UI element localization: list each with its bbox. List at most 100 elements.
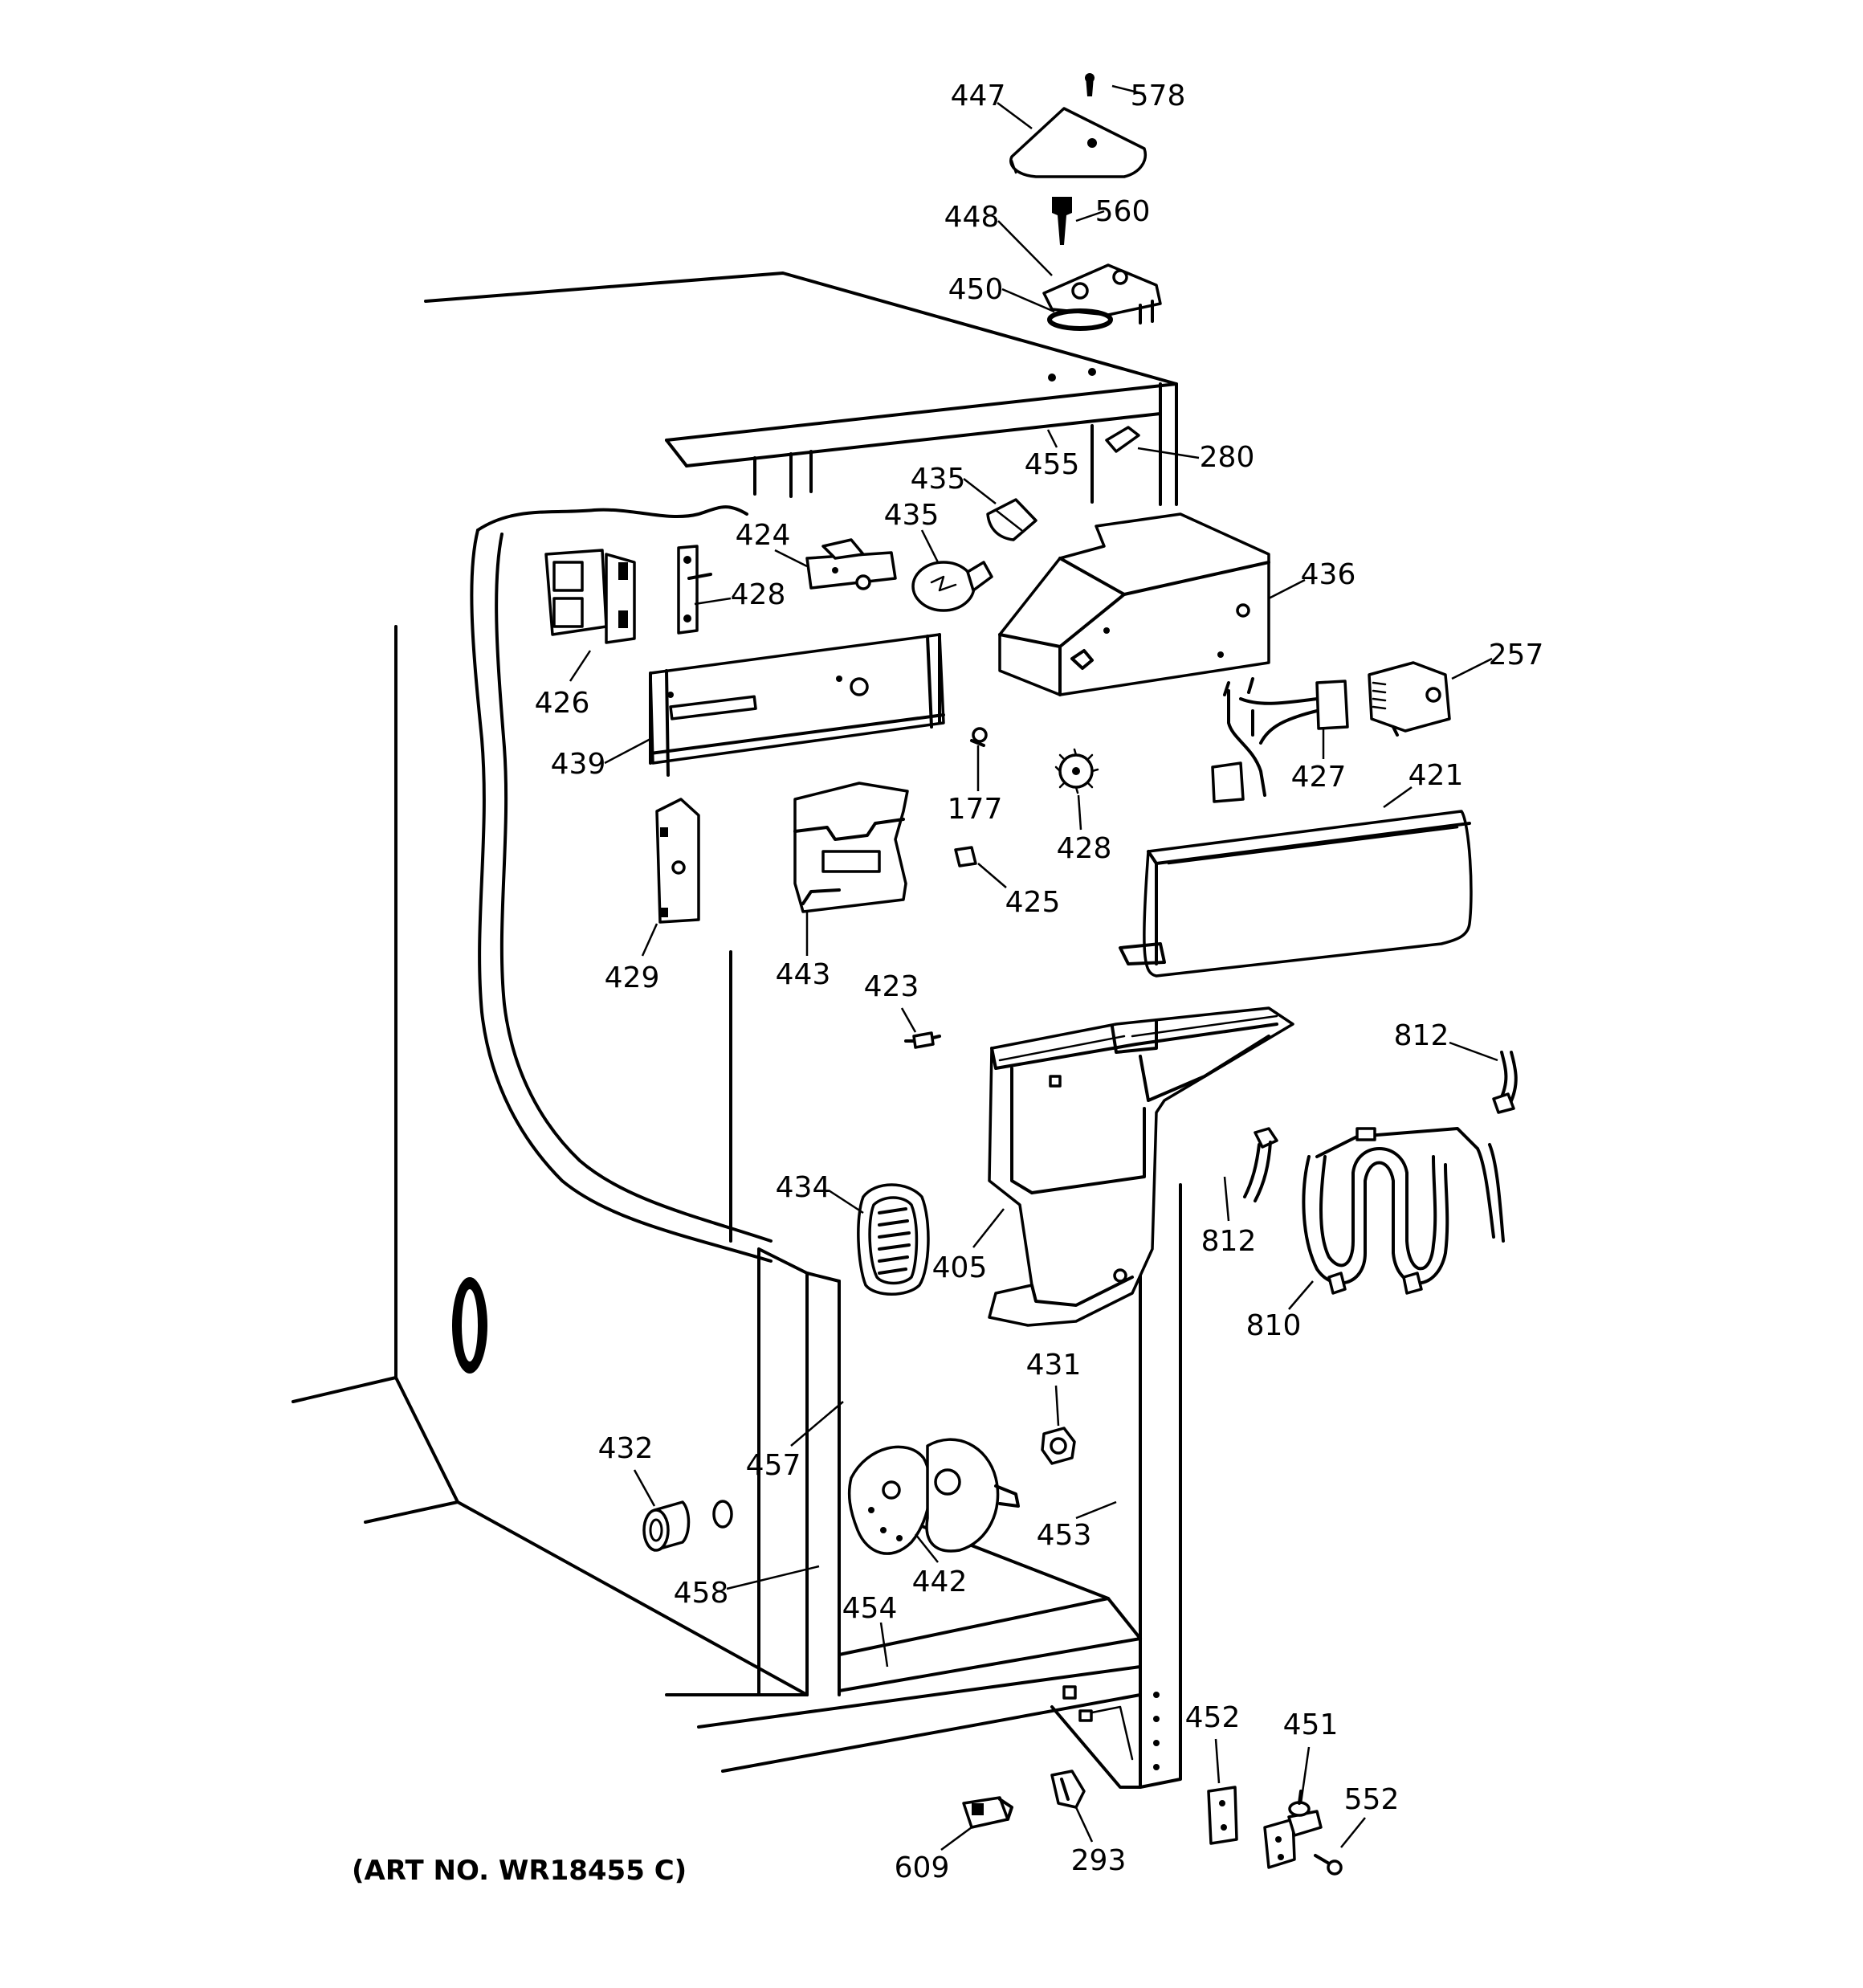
- callout-c424: 424: [736, 519, 791, 552]
- leader-c812a: [1449, 1041, 1498, 1062]
- leader-c434: [828, 1189, 864, 1214]
- leader-c432: [633, 1469, 656, 1507]
- callout-c552: 552: [1344, 1783, 1400, 1816]
- callout-c452: 452: [1185, 1701, 1241, 1734]
- leader-c436: [1268, 578, 1306, 600]
- callout-c436: 436: [1301, 558, 1356, 591]
- water-tube-812-lower: [1243, 1127, 1278, 1202]
- callout-c293: 293: [1071, 1844, 1127, 1877]
- bracket-429: [655, 798, 700, 924]
- leader-c435b: [920, 529, 940, 563]
- light-switch-426: [544, 549, 636, 644]
- sensor-280: [1105, 426, 1140, 453]
- leader-c257: [1451, 657, 1493, 680]
- leader-c812b: [1223, 1176, 1230, 1222]
- callout-c443: 443: [776, 958, 831, 991]
- wire-harness-427: [1211, 677, 1349, 803]
- callout-c432: 432: [598, 1432, 654, 1465]
- callout-c428a: 428: [731, 578, 786, 611]
- callout-c451: 451: [1283, 1708, 1339, 1741]
- callout-c435a: 435: [911, 463, 966, 496]
- bracket-428-left: [677, 545, 712, 635]
- callout-c257: 257: [1489, 639, 1544, 672]
- leader-c435a: [963, 478, 997, 504]
- heater-810: [1302, 1127, 1505, 1295]
- callout-c454: 454: [842, 1592, 898, 1625]
- leader-c426: [569, 650, 592, 682]
- callout-c425: 425: [1005, 886, 1061, 919]
- switch-609: [962, 1796, 1013, 1829]
- leader-c428b: [1077, 794, 1082, 831]
- callout-c447: 447: [951, 80, 1006, 112]
- leader-c552: [1340, 1817, 1366, 1848]
- callout-c457: 457: [746, 1449, 801, 1482]
- leader-c431: [1054, 1385, 1060, 1427]
- air-duct-405: [988, 1006, 1294, 1327]
- leader-c448: [997, 220, 1053, 276]
- leader-c609: [940, 1826, 972, 1851]
- hinge-451: [1263, 1790, 1323, 1869]
- cabinet-frame: [291, 271, 1182, 1789]
- callout-c448: 448: [944, 201, 1000, 234]
- callout-c434: 434: [776, 1171, 831, 1204]
- vent-grille-434: [857, 1183, 930, 1296]
- callout-c450: 450: [948, 273, 1004, 306]
- leader-c451: [1299, 1746, 1311, 1804]
- leader-c453: [1075, 1500, 1117, 1520]
- callout-c435b: 435: [884, 499, 940, 532]
- bolt-560: [1052, 197, 1072, 245]
- callout-c428b: 428: [1057, 832, 1112, 865]
- callout-c810: 810: [1246, 1309, 1302, 1342]
- leader-c810: [1288, 1280, 1314, 1310]
- leader-c429: [641, 923, 658, 957]
- hinge-448: [1042, 263, 1162, 325]
- callout-c578: 578: [1131, 80, 1186, 112]
- cam-428: [1054, 748, 1099, 794]
- screw-552: [1314, 1854, 1343, 1876]
- callout-c453: 453: [1037, 1519, 1092, 1552]
- leader-c454: [879, 1622, 889, 1668]
- grommet-431: [1041, 1427, 1076, 1465]
- art-number: (ART NO. WR18455 C): [352, 1855, 687, 1887]
- switch-425: [954, 846, 977, 867]
- callout-c455: 455: [1025, 448, 1080, 481]
- clip-293: [1050, 1770, 1086, 1809]
- callout-c609: 609: [895, 1851, 950, 1884]
- shim-450: [1047, 308, 1113, 331]
- leader-c458: [726, 1565, 820, 1590]
- callout-c427: 427: [1291, 761, 1347, 794]
- callout-c421: 421: [1408, 759, 1464, 792]
- leader-c425: [977, 863, 1007, 888]
- thermistor-423: [904, 1031, 941, 1049]
- callout-c177: 177: [948, 793, 1003, 826]
- callout-c458: 458: [674, 1577, 729, 1610]
- leader-c421: [1383, 786, 1413, 809]
- callout-c431: 431: [1026, 1349, 1082, 1382]
- leader-c424: [774, 549, 808, 568]
- thermostat-424: [805, 538, 897, 590]
- callout-c426: 426: [535, 687, 590, 720]
- leader-c560: [1075, 210, 1105, 222]
- callout-c812b: 812: [1201, 1225, 1257, 1258]
- callout-leaders: [569, 84, 1498, 1851]
- light-bulb-435: [911, 561, 993, 612]
- callout-c280: 280: [1200, 441, 1255, 474]
- control-housing-436: [998, 512, 1270, 696]
- leader-c450: [1001, 288, 1055, 313]
- callout-c429: 429: [605, 961, 660, 994]
- callout-c442: 442: [912, 1565, 968, 1598]
- leader-c447: [997, 101, 1033, 130]
- leader-c439: [604, 737, 651, 765]
- leader-c428a: [694, 597, 732, 606]
- bushing-432: [642, 1500, 733, 1552]
- mount-plate-443: [793, 782, 909, 913]
- water-tube-812-upper: [1492, 1051, 1518, 1114]
- timer-257: [1368, 661, 1451, 737]
- hinge-cover-447: [1009, 107, 1147, 178]
- damper-442: [847, 1438, 1020, 1555]
- callout-c560: 560: [1095, 195, 1151, 228]
- callout-c405: 405: [932, 1251, 988, 1284]
- leader-c452: [1214, 1738, 1221, 1784]
- leader-c455: [1046, 429, 1058, 448]
